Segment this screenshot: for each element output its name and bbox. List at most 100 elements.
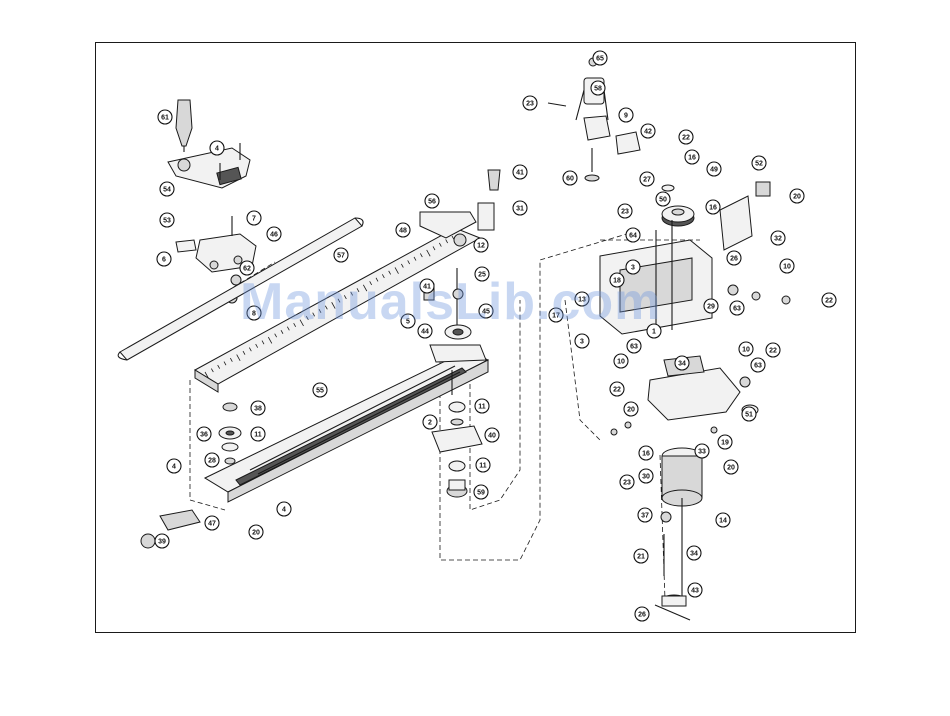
part-number: 11 <box>478 404 486 411</box>
part-callout-p17: 17 <box>549 308 563 322</box>
part-callout-p1: 1 <box>647 324 661 338</box>
part-number: 22 <box>825 298 833 305</box>
part-number: 49 <box>710 167 718 174</box>
part-number: 6 <box>162 257 166 264</box>
part-callout-p55: 55 <box>313 383 327 397</box>
part-number: 32 <box>774 236 782 243</box>
part-number: 57 <box>337 253 345 260</box>
part-number: 42 <box>644 129 652 136</box>
part-number: 23 <box>526 101 534 108</box>
part-number: 37 <box>641 513 649 520</box>
part-number: 63 <box>754 363 762 370</box>
part-callout-p4c: 4 <box>277 502 291 516</box>
part-number: 31 <box>516 206 524 213</box>
part-callout-p7: 7 <box>247 211 261 225</box>
part-number: 10 <box>783 264 791 271</box>
part-number: 11 <box>479 463 487 470</box>
part-callout-p32: 32 <box>771 231 785 245</box>
part-callout-p52: 52 <box>752 156 766 170</box>
part-number: 20 <box>252 530 260 537</box>
part-callout-p27: 27 <box>640 172 654 186</box>
part-number: 18 <box>613 278 621 285</box>
part-callout-p9: 9 <box>619 108 633 122</box>
part-callout-p53: 53 <box>160 213 174 227</box>
part-callout-p29: 29 <box>704 299 718 313</box>
part-number: 62 <box>243 266 251 273</box>
part-number: 20 <box>793 194 801 201</box>
part-callout-p16a: 16 <box>685 150 699 164</box>
part-callout-p16c: 16 <box>639 446 653 460</box>
part-callout-p54: 54 <box>160 182 174 196</box>
part-number: 23 <box>621 209 629 216</box>
part-callout-p26a: 26 <box>727 251 741 265</box>
part-callout-p6: 6 <box>157 252 171 266</box>
part-callout-p59: 59 <box>474 485 488 499</box>
part-callout-p56: 56 <box>425 194 439 208</box>
part-number: 41 <box>516 170 524 177</box>
part-callout-p10c: 10 <box>739 342 753 356</box>
part-number: 59 <box>477 490 485 497</box>
part-callout-p3b: 3 <box>575 334 589 348</box>
part-number: 14 <box>719 518 727 525</box>
part-number: 50 <box>659 197 667 204</box>
part-callout-p20b: 20 <box>624 402 638 416</box>
part-callout-p57: 57 <box>334 248 348 262</box>
part-callout-p23a: 23 <box>523 96 537 110</box>
part-callout-p41a: 41 <box>513 165 527 179</box>
part-number: 10 <box>617 359 625 366</box>
part-callout-p60: 60 <box>563 171 577 185</box>
part-callout-p43: 43 <box>688 583 702 597</box>
part-callout-p11c: 11 <box>476 458 490 472</box>
part-number: 16 <box>709 205 717 212</box>
part-number: 16 <box>688 155 696 162</box>
part-callout-p2: 2 <box>423 415 437 429</box>
part-number: 1 <box>652 329 656 336</box>
part-callout-p47: 47 <box>205 516 219 530</box>
part-number: 21 <box>637 554 645 561</box>
part-number: 47 <box>208 521 216 528</box>
part-callout-p30: 30 <box>639 469 653 483</box>
part-number: 10 <box>742 347 750 354</box>
part-number: 41 <box>423 284 431 291</box>
part-number: 58 <box>594 86 602 93</box>
part-number: 23 <box>623 480 631 487</box>
part-callout-p4a: 4 <box>210 141 224 155</box>
part-callout-p33: 33 <box>695 444 709 458</box>
part-number: 63 <box>733 306 741 313</box>
part-number: 16 <box>642 451 650 458</box>
motor-assembly <box>611 356 758 620</box>
part-number: 54 <box>163 187 171 194</box>
part-number: 38 <box>254 406 262 413</box>
part-number: 26 <box>730 256 738 263</box>
part-callout-p14: 14 <box>716 513 730 527</box>
part-callout-p22d: 22 <box>610 382 624 396</box>
part-number: 53 <box>163 218 171 225</box>
part-number: 36 <box>200 432 208 439</box>
part-number: 63 <box>630 344 638 351</box>
part-callout-p49: 49 <box>707 162 721 176</box>
part-callout-p34b: 34 <box>687 546 701 560</box>
part-callout-p31: 31 <box>513 201 527 215</box>
part-callout-p16b: 16 <box>706 200 720 214</box>
part-number: 29 <box>707 304 715 311</box>
part-number: 22 <box>682 135 690 142</box>
part-number: 55 <box>316 388 324 395</box>
part-number: 26 <box>638 612 646 619</box>
part-callout-p25: 25 <box>475 267 489 281</box>
part-number: 33 <box>698 449 706 456</box>
part-number: 4 <box>282 507 286 514</box>
part-callout-p23b: 23 <box>618 204 632 218</box>
part-number: 46 <box>270 232 278 239</box>
part-callout-p40: 40 <box>485 428 499 442</box>
part-number: 2 <box>428 420 432 427</box>
part-number: 28 <box>208 458 216 465</box>
part-number: 44 <box>421 329 429 336</box>
part-number: 13 <box>578 297 586 304</box>
part-number: 17 <box>552 313 560 320</box>
part-callout-p37: 37 <box>638 508 652 522</box>
part-callout-p50: 50 <box>656 192 670 206</box>
part-callout-p34a: 34 <box>675 356 689 370</box>
part-callout-p63b: 63 <box>627 339 641 353</box>
part-number: 27 <box>643 177 651 184</box>
